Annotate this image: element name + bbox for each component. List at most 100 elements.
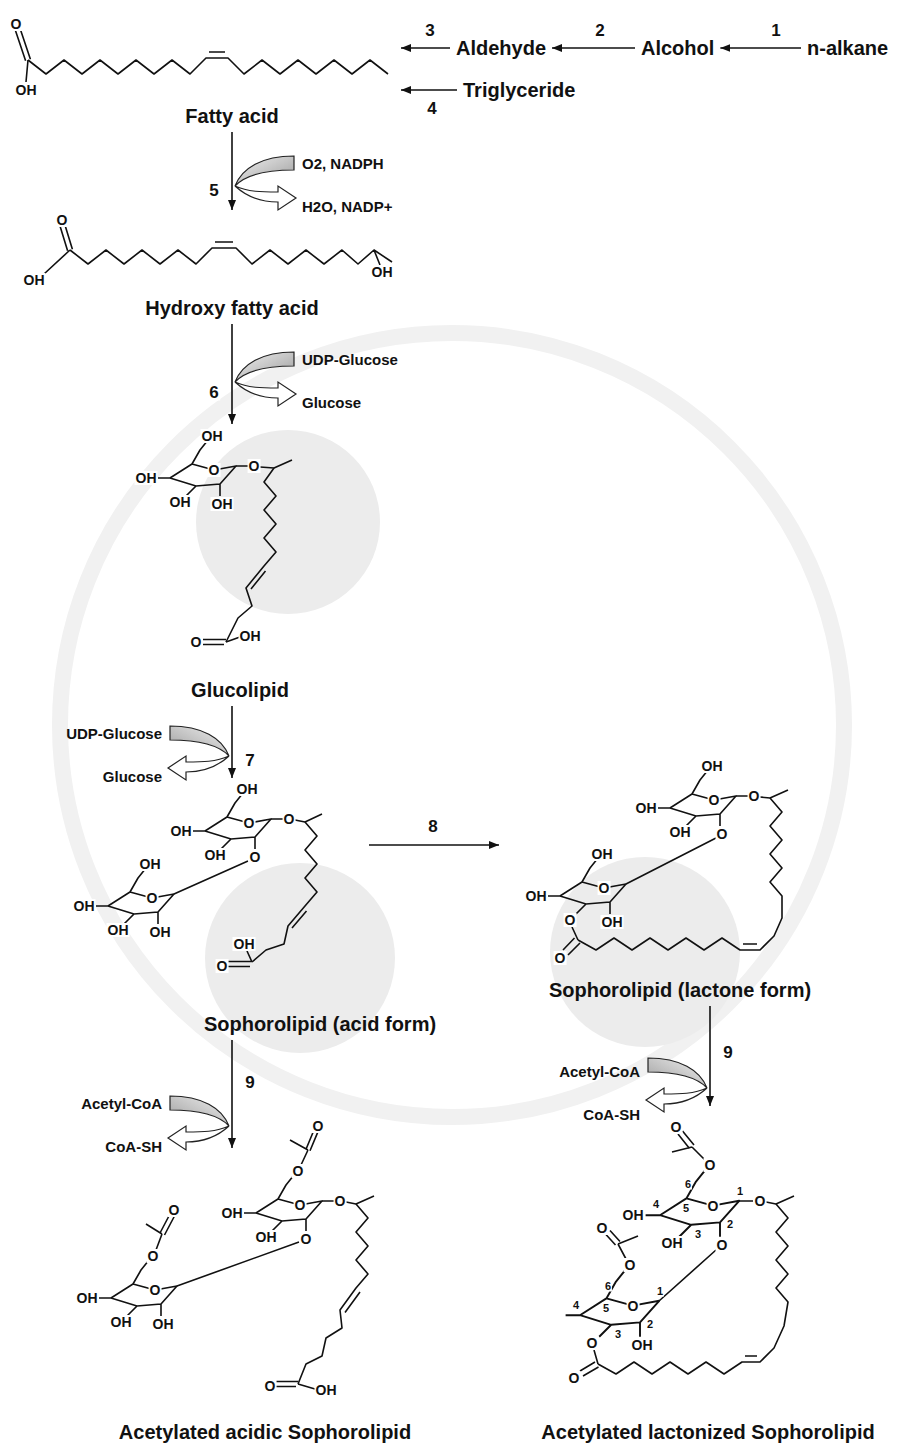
reaction-arrow: [231, 324, 233, 424]
hydroxy-fatty-acid-structure: [44, 224, 392, 274]
ring-position-number: 2: [726, 1219, 734, 1230]
atom-label: OH: [76, 1291, 99, 1305]
atom-label: O: [147, 1249, 160, 1263]
compound-name: Glucolipid: [191, 678, 289, 702]
cofactor-label: UDP-Glucose: [66, 726, 162, 741]
atom-label: OH: [201, 429, 224, 443]
atom-label: OH: [255, 1230, 278, 1244]
compound-name: Sophorolipid (acid form): [204, 1012, 436, 1036]
atom-label: OH: [239, 629, 262, 643]
atom-label: OH: [591, 847, 614, 861]
compound-name: Triglyceride: [463, 78, 575, 102]
atom-label: O: [300, 1232, 313, 1246]
step-number: 9: [243, 1074, 256, 1091]
atom-label: OH: [669, 825, 692, 839]
atom-label: OH: [233, 937, 256, 951]
cofactor-label: Glucose: [103, 769, 162, 784]
atom-label: O: [243, 816, 256, 830]
atom-label: OH: [601, 915, 624, 929]
atom-label: O: [624, 1258, 637, 1272]
atom-label: OH: [211, 497, 234, 511]
step-number: 4: [425, 100, 438, 117]
compound-name: Hydroxy fatty acid: [145, 296, 318, 320]
reaction-arrow: [709, 1006, 711, 1106]
cofactor-label: O2, NADPH: [302, 156, 384, 171]
cofactor-label: Glucose: [302, 395, 361, 410]
reaction-arrow: [552, 47, 635, 49]
atom-label: OH: [107, 923, 130, 937]
atom-label: O: [149, 1283, 162, 1297]
acetylated-lactonized-structure: [566, 1131, 794, 1376]
compound-name: Fatty acid: [185, 104, 278, 128]
atom-label: O: [190, 635, 203, 649]
substrate-node: n-alkane: [804, 36, 891, 60]
atom-label: OH: [149, 925, 172, 939]
sophorolipid-lactone-structure: [548, 770, 788, 955]
atom-label: OH: [23, 273, 46, 287]
atom-label: O: [708, 793, 721, 807]
compound-node: Hydroxy fatty acid: [14, 212, 398, 290]
atom-label: O: [586, 1336, 599, 1350]
compound-node: Glucolipid: [140, 426, 300, 650]
atom-label: O: [312, 1119, 325, 1133]
atom-label: O: [283, 812, 296, 826]
reaction-arrow: [401, 47, 450, 49]
atom-label: OH: [635, 801, 658, 815]
atom-label: O: [292, 1164, 305, 1178]
atom-label: O: [707, 1199, 720, 1213]
ring-position-number: 5: [602, 1303, 610, 1314]
compound-name: Aldehyde: [456, 36, 546, 60]
watermark-logo: [60, 333, 844, 1117]
substrate-node: Alcohol: [638, 36, 717, 60]
atom-label: OH: [135, 471, 158, 485]
atom-label: O: [554, 951, 567, 965]
step-number: 7: [243, 752, 256, 769]
ring-position-number: 3: [694, 1229, 702, 1240]
atom-label: O: [754, 1194, 767, 1208]
step-number: 5: [207, 182, 220, 199]
compound-name: n-alkane: [807, 36, 888, 60]
atom-label: OH: [139, 857, 162, 871]
atom-label: OH: [631, 1338, 654, 1352]
atom-label: O: [704, 1158, 717, 1172]
atom-label: O: [627, 1299, 640, 1313]
reaction-arrow: [231, 1040, 233, 1148]
substrate-node: Aldehyde: [453, 36, 549, 60]
atom-label: OH: [221, 1206, 244, 1220]
atom-label: OH: [371, 265, 394, 279]
compound-name: Acetylated acidic Sophorolipid: [119, 1420, 411, 1444]
cofactor-label: Acetyl-CoA: [81, 1096, 162, 1111]
substrate-node: Triglyceride: [460, 78, 578, 102]
step-number: 2: [593, 22, 606, 39]
atom-label: OH: [169, 495, 192, 509]
sophorolipid-acid-structure: [96, 793, 322, 967]
atom-label: OH: [15, 83, 38, 97]
atom-label: O: [748, 789, 761, 803]
atom-label: O: [596, 1221, 609, 1235]
cofactor-label: CoA-SH: [583, 1107, 640, 1122]
atom-label: O: [294, 1198, 307, 1212]
compound-name: Sophorolipid (lactone form): [549, 978, 811, 1002]
cofactor-label: Acetyl-CoA: [559, 1064, 640, 1079]
atom-label: OH: [701, 759, 724, 773]
step-number: 8: [426, 818, 439, 835]
cofactor-label: H2O, NADP+: [302, 199, 392, 214]
reaction-arrow: [401, 89, 457, 91]
atom-label: O: [208, 463, 221, 477]
compound-name: Acetylated lactonized Sophorolipid: [541, 1420, 874, 1444]
atom-label: O: [716, 1238, 729, 1252]
reaction-arrow: [369, 844, 499, 846]
step-number: 3: [423, 22, 436, 39]
atom-label: O: [598, 881, 611, 895]
acetylated-acidic-structure: [99, 1130, 374, 1389]
ring-position-number: 3: [614, 1329, 622, 1340]
compound-node: Fatty acid: [8, 12, 398, 98]
step-number: 9: [721, 1044, 734, 1061]
reaction-arrow: [720, 47, 801, 49]
compound-node: Sophorolipid (acid form): [60, 780, 366, 976]
atom-label: O: [670, 1120, 683, 1134]
ring-position-number: 6: [604, 1281, 612, 1292]
